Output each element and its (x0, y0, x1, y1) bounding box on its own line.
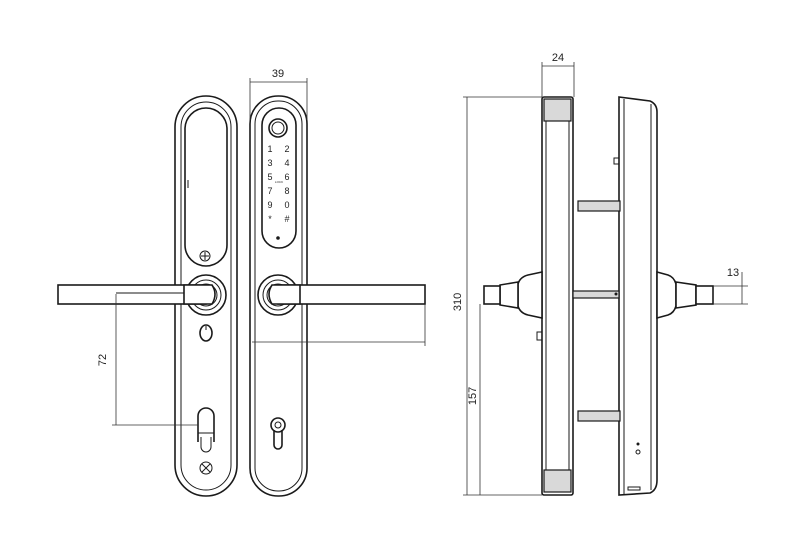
dimension-lever-length (252, 304, 426, 346)
dimension-spindle: 13 (713, 267, 748, 305)
key-5-sublabel: LOCK (275, 180, 283, 184)
screw-icon (199, 461, 213, 475)
key-cylinder-icon (270, 417, 286, 450)
dimension-label-depth: 24 (552, 52, 564, 64)
key-4: 4 (284, 158, 289, 168)
keypad-panel (261, 107, 297, 249)
dimension-label-width: 39 (272, 68, 284, 80)
screw-icon (199, 250, 211, 262)
key-8: 8 (284, 186, 289, 196)
key-6: 6 (284, 172, 289, 182)
dimension-lower-height: 157 (467, 304, 481, 495)
cylinder-cutout (197, 407, 215, 453)
side-profile-view (483, 96, 714, 496)
dimension-label-spacing: 72 (97, 354, 109, 366)
dimension-label-height: 310 (452, 293, 464, 311)
lever-handle-right (268, 284, 426, 305)
key-9: 9 (267, 200, 272, 210)
dimension-height: 310 (452, 96, 542, 496)
key-2: 2 (284, 144, 289, 154)
key-3: 3 (267, 158, 272, 168)
handle-side-right (656, 270, 714, 320)
key-hash: # (284, 214, 289, 224)
dimension-label-spindle: 13 (727, 267, 739, 279)
keypad: 1 2 3 4 5 6 LOCK 7 8 9 0 * # (267, 144, 290, 240)
outside-plate-view: 1 2 3 4 5 6 LOCK 7 8 9 0 * # (249, 95, 426, 497)
battery-cover (184, 107, 228, 267)
fingerprint-sensor-icon (268, 118, 288, 138)
key-0: 0 (284, 200, 289, 210)
handle-side-left (483, 271, 543, 319)
dimension-spacing: 72 (97, 294, 198, 426)
lever-handle-left (57, 284, 216, 305)
key-1: 1 (267, 144, 272, 154)
dimension-label-lower-height: 157 (467, 387, 479, 405)
thumb-turn-knob (199, 324, 213, 342)
key-star: * (268, 214, 272, 224)
dimension-width: 39 (249, 68, 308, 120)
dimension-depth: 24 (541, 52, 575, 97)
status-led-icon (276, 236, 280, 240)
inside-plate-view (57, 95, 238, 497)
key-5: 5 (267, 172, 272, 182)
key-7: 7 (267, 186, 272, 196)
